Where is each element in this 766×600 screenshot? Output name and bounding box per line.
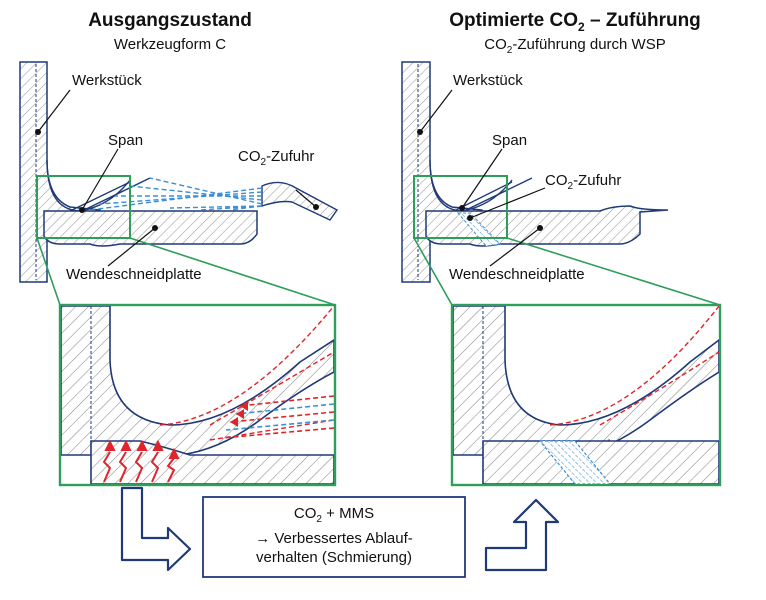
right-bent-arrow [484,498,560,572]
right-title-suffix: – Zuführung [584,10,701,31]
right-label-workpiece: Werkstück [453,72,523,89]
right-label-chip: Span [492,132,528,149]
right-zoom-co2-channel [538,440,611,484]
left-label-insert: Wendeschneidplatte [66,266,202,283]
left-zoom-panel [58,303,337,487]
left-zoom-box [36,175,131,239]
center-box-line1-prefix: CO [293,505,317,522]
right-subtitle: CO2-Zuführung durch WSP [425,36,725,56]
right-small-diagram [401,61,721,306]
right-workpiece [401,61,483,283]
right-label-co2: CO2-Zufuhr [545,172,621,192]
left-subtitle: Werkzeugform C [113,36,227,53]
center-box [202,496,466,578]
left-label-workpiece: Werkstück [72,72,142,89]
center-box-line3: verhalten (Schmierung) [256,549,412,566]
left-small-diagram [19,61,339,306]
right-label-insert: Wendeschneidplatte [449,266,585,283]
left-bent-arrow [120,486,192,572]
right-subtitle-suffix: -Zuführung durch WSP [512,36,666,53]
left-workpiece [19,61,101,283]
left-label-chip: Span [108,132,144,149]
right-subtitle-sub: 2 [506,45,513,56]
right-zoom-panel [450,303,722,487]
left-insert [43,210,258,247]
center-box-line1-sub: 2 [316,514,322,525]
left-label-co2-sub: 2 [260,157,267,168]
left-co2-nozzle [261,181,339,221]
right-title-prefix: Optimierte CO [449,10,579,31]
center-box-line1-suffix: + MMS [321,505,375,522]
center-box-line2: → Verbessertes Ablauf- [255,530,413,547]
left-title: Ausgangszustand [88,10,252,31]
right-label-co2-sub: 2 [567,181,574,192]
left-label-co2-prefix: CO [238,148,261,165]
right-title: Optimierte CO2 – Zuführung [405,10,745,34]
right-title-sub: 2 [578,19,585,34]
right-label-co2-prefix: CO [545,172,568,189]
right-label-co2-suffix: -Zufuhr [573,172,622,189]
left-label-co2-suffix: -Zufuhr [266,148,315,165]
center-box-text: CO2 + MMS → Verbessertes Ablauf- verhalt… [203,497,465,577]
right-zoom-box [413,175,508,239]
center-box-line1: CO2 + MMS [203,504,465,529]
left-label-co2: CO2-Zufuhr [238,148,314,168]
left-heat-arrows [102,439,180,483]
right-chip [429,159,513,212]
right-subtitle-prefix: CO [484,36,507,53]
right-insert [425,205,669,247]
